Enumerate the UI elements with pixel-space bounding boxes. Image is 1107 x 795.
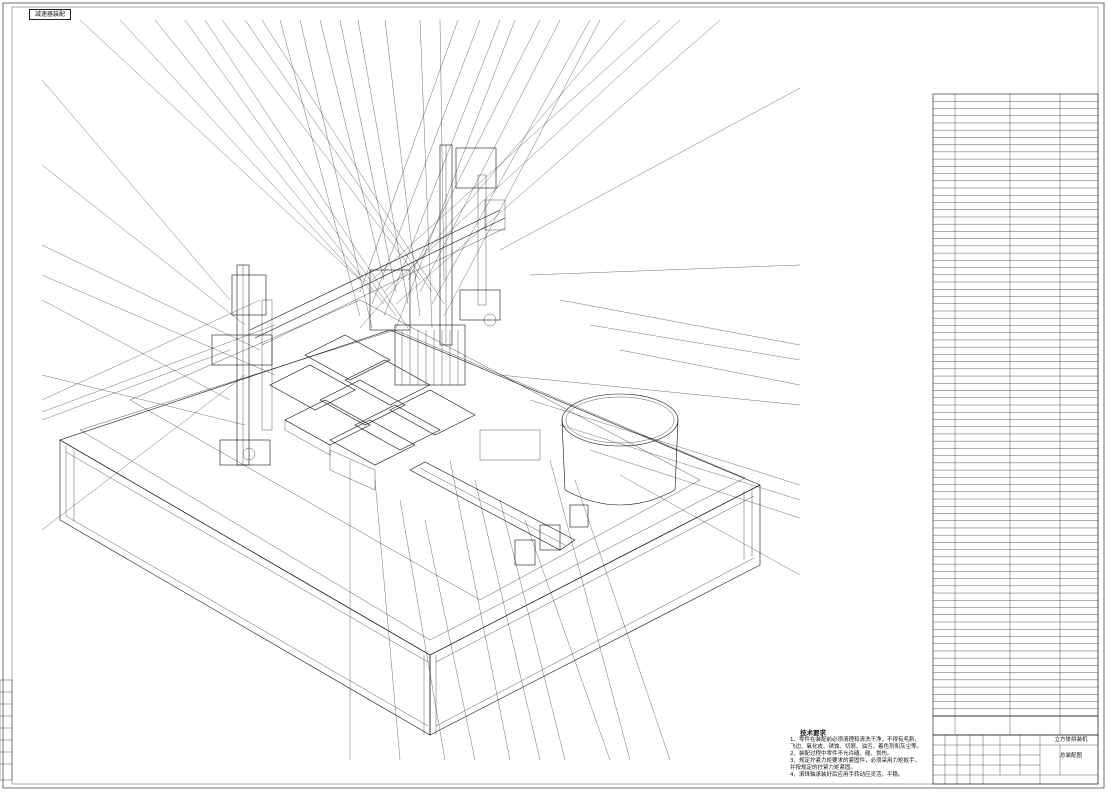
base-front-face bbox=[59, 439, 431, 736]
leader-line bbox=[374, 479, 401, 761]
bom-header-row bbox=[932, 715, 1099, 736]
title-block bbox=[932, 734, 1099, 785]
leader-line bbox=[449, 459, 511, 761]
technical-notes: 技术要求 1、零件在装配前必须清理和清洗干净，不得有毛刺、 飞边、氧化皮、锈蚀、… bbox=[790, 730, 930, 779]
leader-line bbox=[261, 19, 445, 305]
title-block-code: 总装配图 bbox=[1059, 753, 1082, 759]
leader-line bbox=[204, 19, 409, 329]
note-line: 2、装配过程中零件不允许磕、碰、划伤。 bbox=[790, 751, 893, 757]
leader-line bbox=[184, 19, 397, 317]
leader-line bbox=[383, 19, 681, 293]
leader-line bbox=[529, 399, 801, 486]
leader-line bbox=[383, 19, 501, 317]
leader-line bbox=[395, 19, 721, 305]
leader-line bbox=[589, 449, 801, 519]
collection-bin bbox=[561, 393, 679, 506]
leader-line bbox=[384, 19, 421, 317]
leader-line bbox=[119, 19, 373, 293]
leader-line bbox=[41, 244, 261, 351]
leader-lines bbox=[41, 19, 801, 761]
leader-line bbox=[424, 519, 476, 761]
leader-line bbox=[439, 19, 445, 281]
leader-line bbox=[41, 79, 231, 301]
leader-line bbox=[559, 424, 801, 501]
leader-line bbox=[419, 19, 561, 293]
leader-line bbox=[431, 19, 591, 305]
leader-line bbox=[357, 19, 409, 305]
leader-line bbox=[79, 19, 361, 281]
leader-line bbox=[41, 164, 246, 326]
leader-line bbox=[319, 19, 385, 281]
note-line: 1、零件在装配前必须清理和清洗干净，不得有毛刺、 bbox=[790, 737, 921, 743]
note-line: 并按规定的拧紧力矩紧固。 bbox=[790, 765, 857, 771]
leader-line bbox=[359, 19, 626, 329]
note-line: 4、滚珠轴承装好后应用手转动应灵活、平稳。 bbox=[790, 772, 904, 778]
leader-line bbox=[339, 19, 397, 293]
leader-line bbox=[41, 349, 231, 421]
leader-line bbox=[299, 19, 373, 329]
leader-line bbox=[41, 274, 276, 376]
leader-line bbox=[359, 19, 459, 293]
leader-line bbox=[499, 87, 801, 251]
leader-line bbox=[619, 474, 801, 576]
leader-line bbox=[574, 479, 671, 761]
notes-title: 技术要求 bbox=[800, 729, 826, 737]
note-line: 3、规定拧紧力矩要求的紧固件，必须采用力矩扳手， bbox=[790, 758, 921, 764]
assembly-view bbox=[41, 19, 801, 761]
leader-line bbox=[371, 19, 661, 281]
drawing-header-label: 减速器装配 bbox=[29, 9, 71, 20]
leader-line bbox=[244, 19, 433, 293]
leader-line bbox=[41, 374, 246, 426]
linear-rail bbox=[409, 461, 576, 551]
leader-line bbox=[41, 299, 231, 401]
leader-line bbox=[419, 19, 433, 329]
leader-line bbox=[619, 349, 801, 386]
leader-line bbox=[41, 299, 261, 401]
leader-line bbox=[279, 19, 361, 317]
leader-line bbox=[154, 19, 385, 305]
leader-line bbox=[371, 19, 481, 305]
inner-frame bbox=[11, 6, 1099, 785]
leader-line bbox=[549, 459, 631, 761]
left-z-axis bbox=[211, 264, 273, 466]
leader-line bbox=[399, 499, 446, 761]
leader-line bbox=[41, 324, 276, 413]
inner-plate bbox=[129, 299, 701, 601]
leader-line bbox=[41, 374, 246, 531]
leader-line bbox=[221, 19, 421, 281]
left-margin-table bbox=[0, 679, 13, 781]
leader-line bbox=[443, 19, 601, 317]
leader-line bbox=[499, 499, 566, 761]
leader-line bbox=[407, 19, 541, 281]
bom-table bbox=[932, 93, 1099, 717]
leader-line bbox=[524, 519, 611, 761]
leader-line bbox=[559, 299, 801, 346]
leader-line bbox=[474, 479, 541, 761]
title-block-name: 立方体拼装机 bbox=[1054, 737, 1088, 743]
cube-trays bbox=[269, 334, 476, 491]
right-z-axis bbox=[439, 144, 506, 346]
base-right-face bbox=[429, 484, 761, 736]
leader-line bbox=[589, 324, 801, 361]
leader-line bbox=[499, 374, 801, 406]
gripper-head bbox=[369, 269, 411, 331]
note-line: 飞边、氧化皮、锈蚀、切屑、油污、着色剂和灰尘等。 bbox=[790, 744, 923, 750]
leader-line bbox=[529, 264, 801, 276]
leader-line bbox=[395, 19, 516, 329]
